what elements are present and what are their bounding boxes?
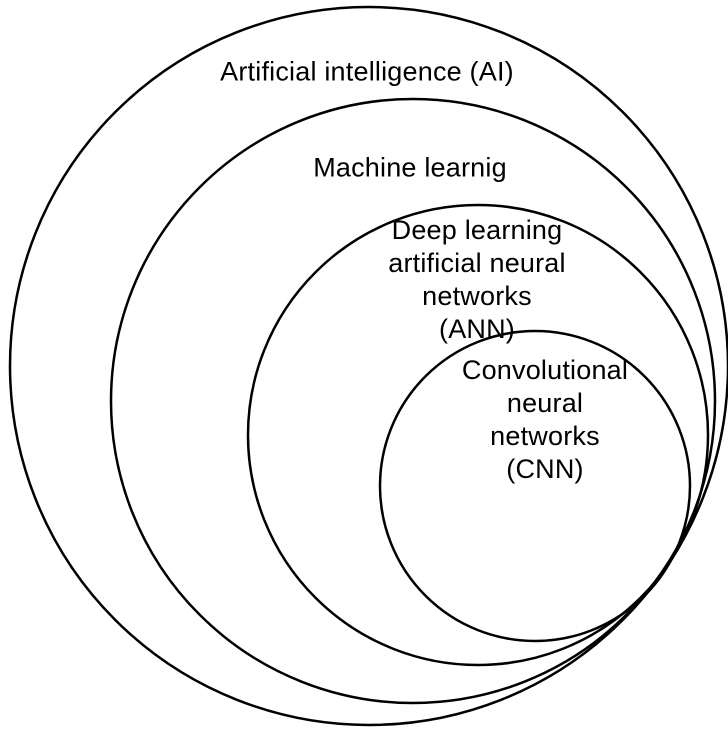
ai-label: Artificial intelligence (AI) (220, 56, 514, 87)
deep-learning-ann-label: Deep learning artificial neural networks… (388, 215, 566, 344)
machine-learning-label: Machine learnig (313, 152, 507, 183)
deep-learning-ann-circle (246, 203, 710, 667)
cnn-label: Convolutional neural networks (CNN) (461, 355, 629, 484)
machine-learning-circle (109, 97, 717, 705)
ai-circle (8, 5, 728, 727)
cnn-circle (378, 329, 692, 643)
